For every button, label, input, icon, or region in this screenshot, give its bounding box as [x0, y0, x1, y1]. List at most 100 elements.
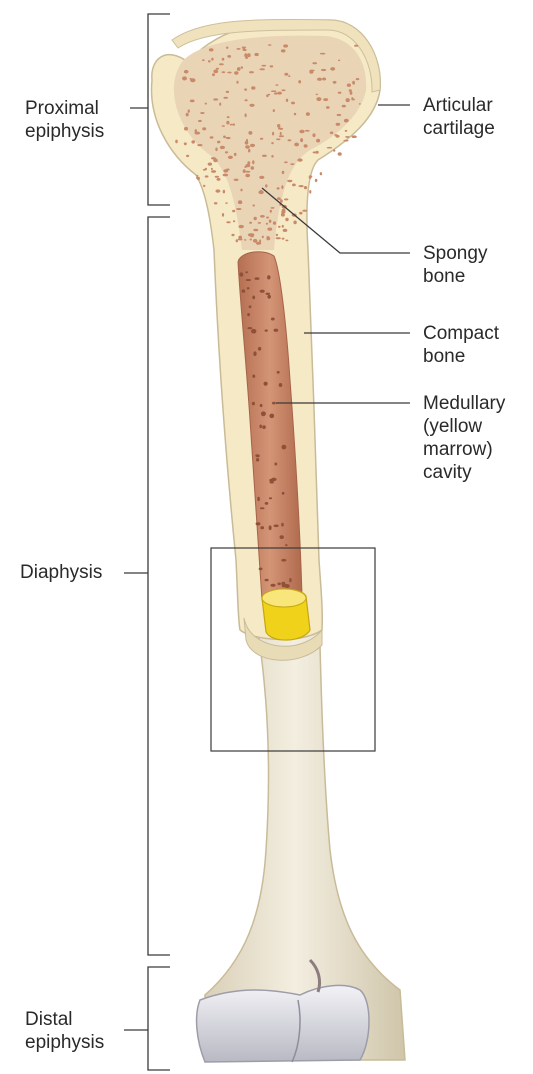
- spongy-bone-speck: [245, 99, 248, 101]
- medullary-speck: [274, 463, 277, 466]
- medullary-speck: [265, 502, 269, 505]
- spongy-bone-speck: [196, 177, 200, 179]
- medullary-speck: [259, 425, 262, 429]
- spongy-bone-speck: [240, 189, 242, 192]
- spongy-bone-speck: [349, 89, 352, 92]
- spongy-bone-speck: [211, 58, 213, 61]
- spongy-bone-speck: [182, 76, 187, 80]
- spongy-bone-speck: [317, 78, 322, 81]
- spongy-bone-speck: [282, 171, 285, 174]
- spongy-bone-speck: [198, 120, 202, 122]
- spongy-bone-speck: [280, 132, 282, 135]
- spongy-bone-label: Spongy bone: [423, 242, 487, 288]
- spongy-bone-speck: [286, 99, 288, 102]
- spongy-bone-speck: [184, 142, 187, 145]
- medullary-speck: [258, 347, 261, 351]
- spongy-bone-speck: [226, 47, 228, 49]
- spongy-bone-speck: [268, 94, 270, 96]
- medullary-speck: [281, 523, 284, 527]
- spongy-bone-speck: [222, 213, 224, 217]
- spongy-bone-speck: [285, 240, 288, 242]
- spongy-bone-speck: [236, 48, 240, 50]
- spongy-bone-speck: [223, 174, 229, 177]
- spongy-bone-speck: [200, 112, 204, 114]
- spongy-bone-speck: [278, 127, 281, 129]
- spongy-bone-speck: [266, 217, 269, 219]
- spongy-bone-speck: [281, 89, 285, 91]
- spongy-bone-speck: [271, 142, 273, 144]
- medullary-speck: [259, 568, 263, 571]
- medullary-speck: [247, 327, 252, 329]
- spongy-bone-speck: [222, 71, 226, 73]
- spongy-bone-speck: [270, 210, 272, 213]
- spongy-bone-speck: [243, 48, 246, 51]
- spongy-bone-speck: [352, 135, 357, 138]
- spongy-bone-speck: [337, 114, 342, 116]
- spongy-bone-speck: [245, 141, 249, 145]
- medullary-speck: [266, 293, 271, 295]
- proximal-epiphysis-label: Proximal epiphysis: [25, 97, 104, 143]
- medullary-speck: [239, 272, 243, 276]
- medullary-speck: [280, 535, 284, 539]
- spongy-bone-speck: [195, 129, 197, 133]
- spongy-bone-speck: [232, 210, 235, 213]
- spongy-bone-speck: [327, 147, 332, 149]
- spongy-bone-speck: [258, 222, 261, 224]
- spongy-bone-speck: [209, 48, 214, 51]
- medullary-speck: [242, 289, 246, 292]
- spongy-bone-speck: [356, 78, 360, 80]
- spongy-bone-speck: [203, 185, 205, 187]
- spongy-bone-speck: [261, 65, 266, 67]
- spongy-bone-speck: [352, 81, 355, 85]
- spongy-bone-speck: [260, 215, 265, 218]
- spongy-bone-speck: [298, 185, 303, 187]
- spongy-bone-speck: [208, 163, 212, 166]
- spongy-bone-speck: [254, 217, 257, 220]
- compact-bone-label: Compact bone: [423, 322, 499, 368]
- medullary-speck: [256, 522, 261, 525]
- spongy-bone-speck: [251, 86, 255, 89]
- spongy-bone-speck: [343, 140, 348, 142]
- medullary-speck: [267, 295, 271, 299]
- spongy-bone-speck: [294, 143, 299, 147]
- spongy-bone-speck: [238, 200, 242, 204]
- diaphysis-label: Diaphysis: [20, 561, 102, 584]
- medullary-speck: [252, 375, 255, 378]
- spongy-bone-speck: [250, 233, 255, 236]
- spongy-bone-speck: [262, 155, 267, 157]
- spongy-bone-speck: [216, 189, 221, 192]
- spongy-bone-speck: [191, 140, 195, 143]
- medullary-speck: [245, 271, 248, 273]
- spongy-bone-speck: [245, 171, 250, 173]
- medullary-speck: [264, 382, 268, 386]
- spongy-bone-speck: [251, 166, 255, 170]
- spongy-bone-speck: [273, 109, 275, 112]
- spongy-bone-speck: [316, 94, 318, 96]
- medullary-speck: [252, 402, 255, 405]
- spongy-bone-speck: [244, 88, 247, 90]
- spongy-bone-speck: [279, 135, 284, 137]
- medullary-speck: [252, 296, 255, 300]
- spongy-bone-speck: [188, 109, 190, 112]
- distal-epiphysis-bracket: [148, 967, 170, 1070]
- spongy-bone-speck: [205, 175, 209, 177]
- medullary-speck: [257, 497, 260, 501]
- spongy-bone-speck: [304, 144, 308, 147]
- medullary-speck: [289, 578, 291, 582]
- spongy-bone-speck: [350, 91, 353, 94]
- spongy-bone-speck: [249, 222, 252, 224]
- spongy-bone-speck: [228, 156, 233, 159]
- medullary-speck: [247, 287, 250, 289]
- spongy-bone-speck: [252, 160, 254, 164]
- spongy-bone-speck: [265, 184, 267, 187]
- spongy-bone-speck: [310, 176, 313, 178]
- spongy-bone-speck: [316, 97, 321, 101]
- medullary-speck: [265, 579, 269, 582]
- spongy-bone-speck: [345, 136, 349, 138]
- spongy-bone-speck: [330, 132, 334, 135]
- spongy-bone-speck: [225, 202, 228, 204]
- spongy-bone-speck: [346, 98, 350, 102]
- spongy-bone-speck: [272, 132, 274, 136]
- spongy-bone-speck: [223, 190, 225, 194]
- spongy-bone-speck: [284, 161, 288, 163]
